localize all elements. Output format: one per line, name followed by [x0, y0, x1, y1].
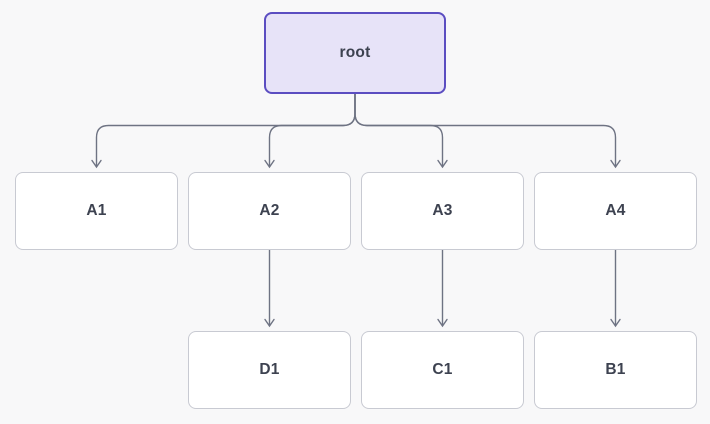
node-label: B1 [605, 361, 626, 378]
node-label: root [339, 44, 371, 61]
node-label: A3 [432, 202, 453, 219]
tree-node-A3[interactable]: A3 [361, 172, 524, 250]
tree-node-A4[interactable]: A4 [534, 172, 697, 250]
tree-node-C1[interactable]: C1 [361, 331, 524, 409]
tree-node-D1[interactable]: D1 [188, 331, 351, 409]
tree-node-root[interactable]: root [264, 12, 446, 94]
tree-node-A2[interactable]: A2 [188, 172, 351, 250]
node-label: A1 [86, 202, 107, 219]
node-label: C1 [432, 361, 453, 378]
node-label: A4 [605, 202, 626, 219]
node-label: A2 [259, 202, 280, 219]
tree-node-A1[interactable]: A1 [15, 172, 178, 250]
tree-node-B1[interactable]: B1 [534, 331, 697, 409]
node-label: D1 [259, 361, 280, 378]
